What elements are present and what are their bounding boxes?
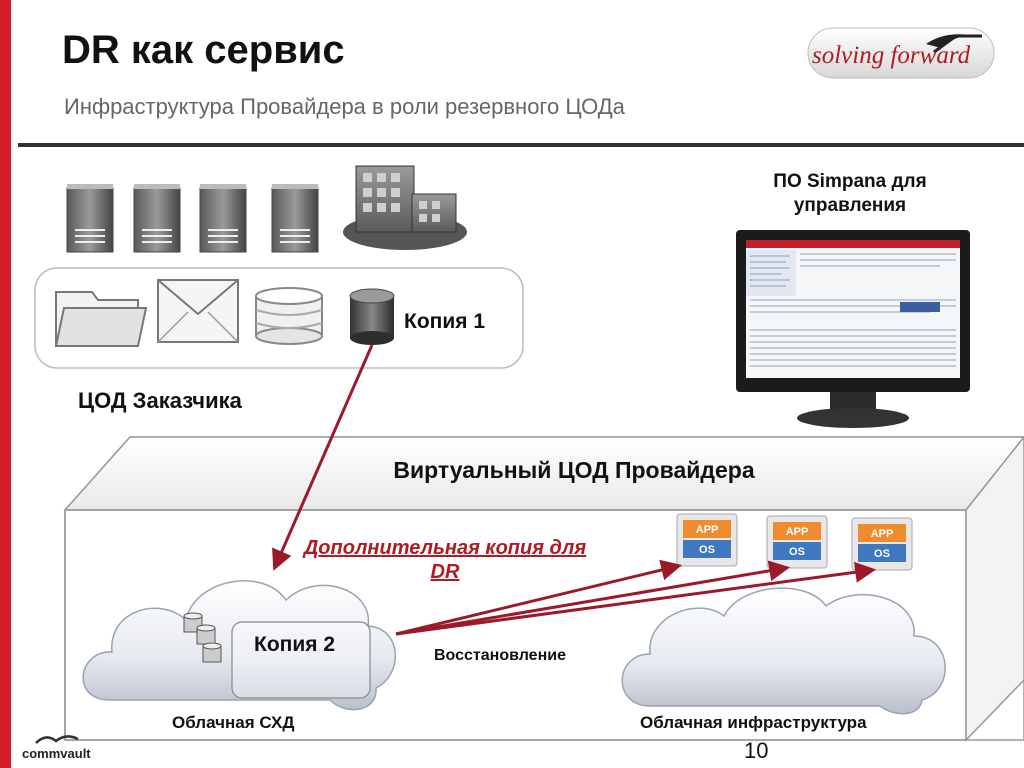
vm-app-text: APP [786,526,809,538]
server-icon [271,184,319,253]
customer-dc-label: ЦОД Заказчика [78,388,242,413]
server-icon [66,184,114,253]
copy2-label: Копия 2 [254,633,336,656]
cloud-storage-label: Облачная СХД [172,713,295,732]
slide-title: DR как сервис [62,28,345,72]
additional-copy-label: Дополнительная копия для DR [303,537,587,583]
server-icon [133,184,181,253]
additional-copy-arrow [272,344,374,571]
title-divider [18,143,1024,147]
server-icon [199,184,247,253]
database-stack-icon [183,612,222,663]
management-tool-label: ПО Simpana для управления [773,171,927,216]
brand-accent-bar [0,0,11,768]
database-icon [255,287,323,345]
page-number: 10 [744,738,769,763]
solving-forward-logo [807,27,995,79]
vm-app-text: APP [696,524,719,536]
provider-dc-label: Виртуальный ЦОД Провайдера [393,457,755,483]
cloud-infra-icon [621,587,946,715]
commvault-logo-icon [35,735,79,744]
vm-tile-icon [766,515,828,569]
copy1-label: Копия 1 [404,310,486,333]
vm-os-text: OS [699,544,715,556]
folder-icon [54,291,148,347]
copy1-database-icon [349,288,395,345]
monitor-icon [736,230,970,428]
office-building-icon [343,165,467,250]
vm-os-text: OS [874,548,890,560]
vm-tile-icon [676,513,738,567]
vm-app-text: APP [871,528,894,540]
restore-arrow [395,559,683,636]
restore-arrow [395,561,877,636]
tagline-text: solving forward [812,42,971,69]
envelope-icon [157,279,239,343]
cloud-storage-icon [82,580,397,711]
copy2-box [231,621,371,699]
restore-arrow [395,560,791,636]
restore-label: Восстановление [434,647,566,664]
cloud-infra-label: Облачная инфраструктура [640,713,867,732]
vm-os-text: OS [789,546,805,558]
vm-tile-icon [851,517,913,571]
slide-subtitle: Инфраструктура Провайдера в роли резервн… [64,94,625,119]
commvault-logo-text: commvault [22,746,91,761]
